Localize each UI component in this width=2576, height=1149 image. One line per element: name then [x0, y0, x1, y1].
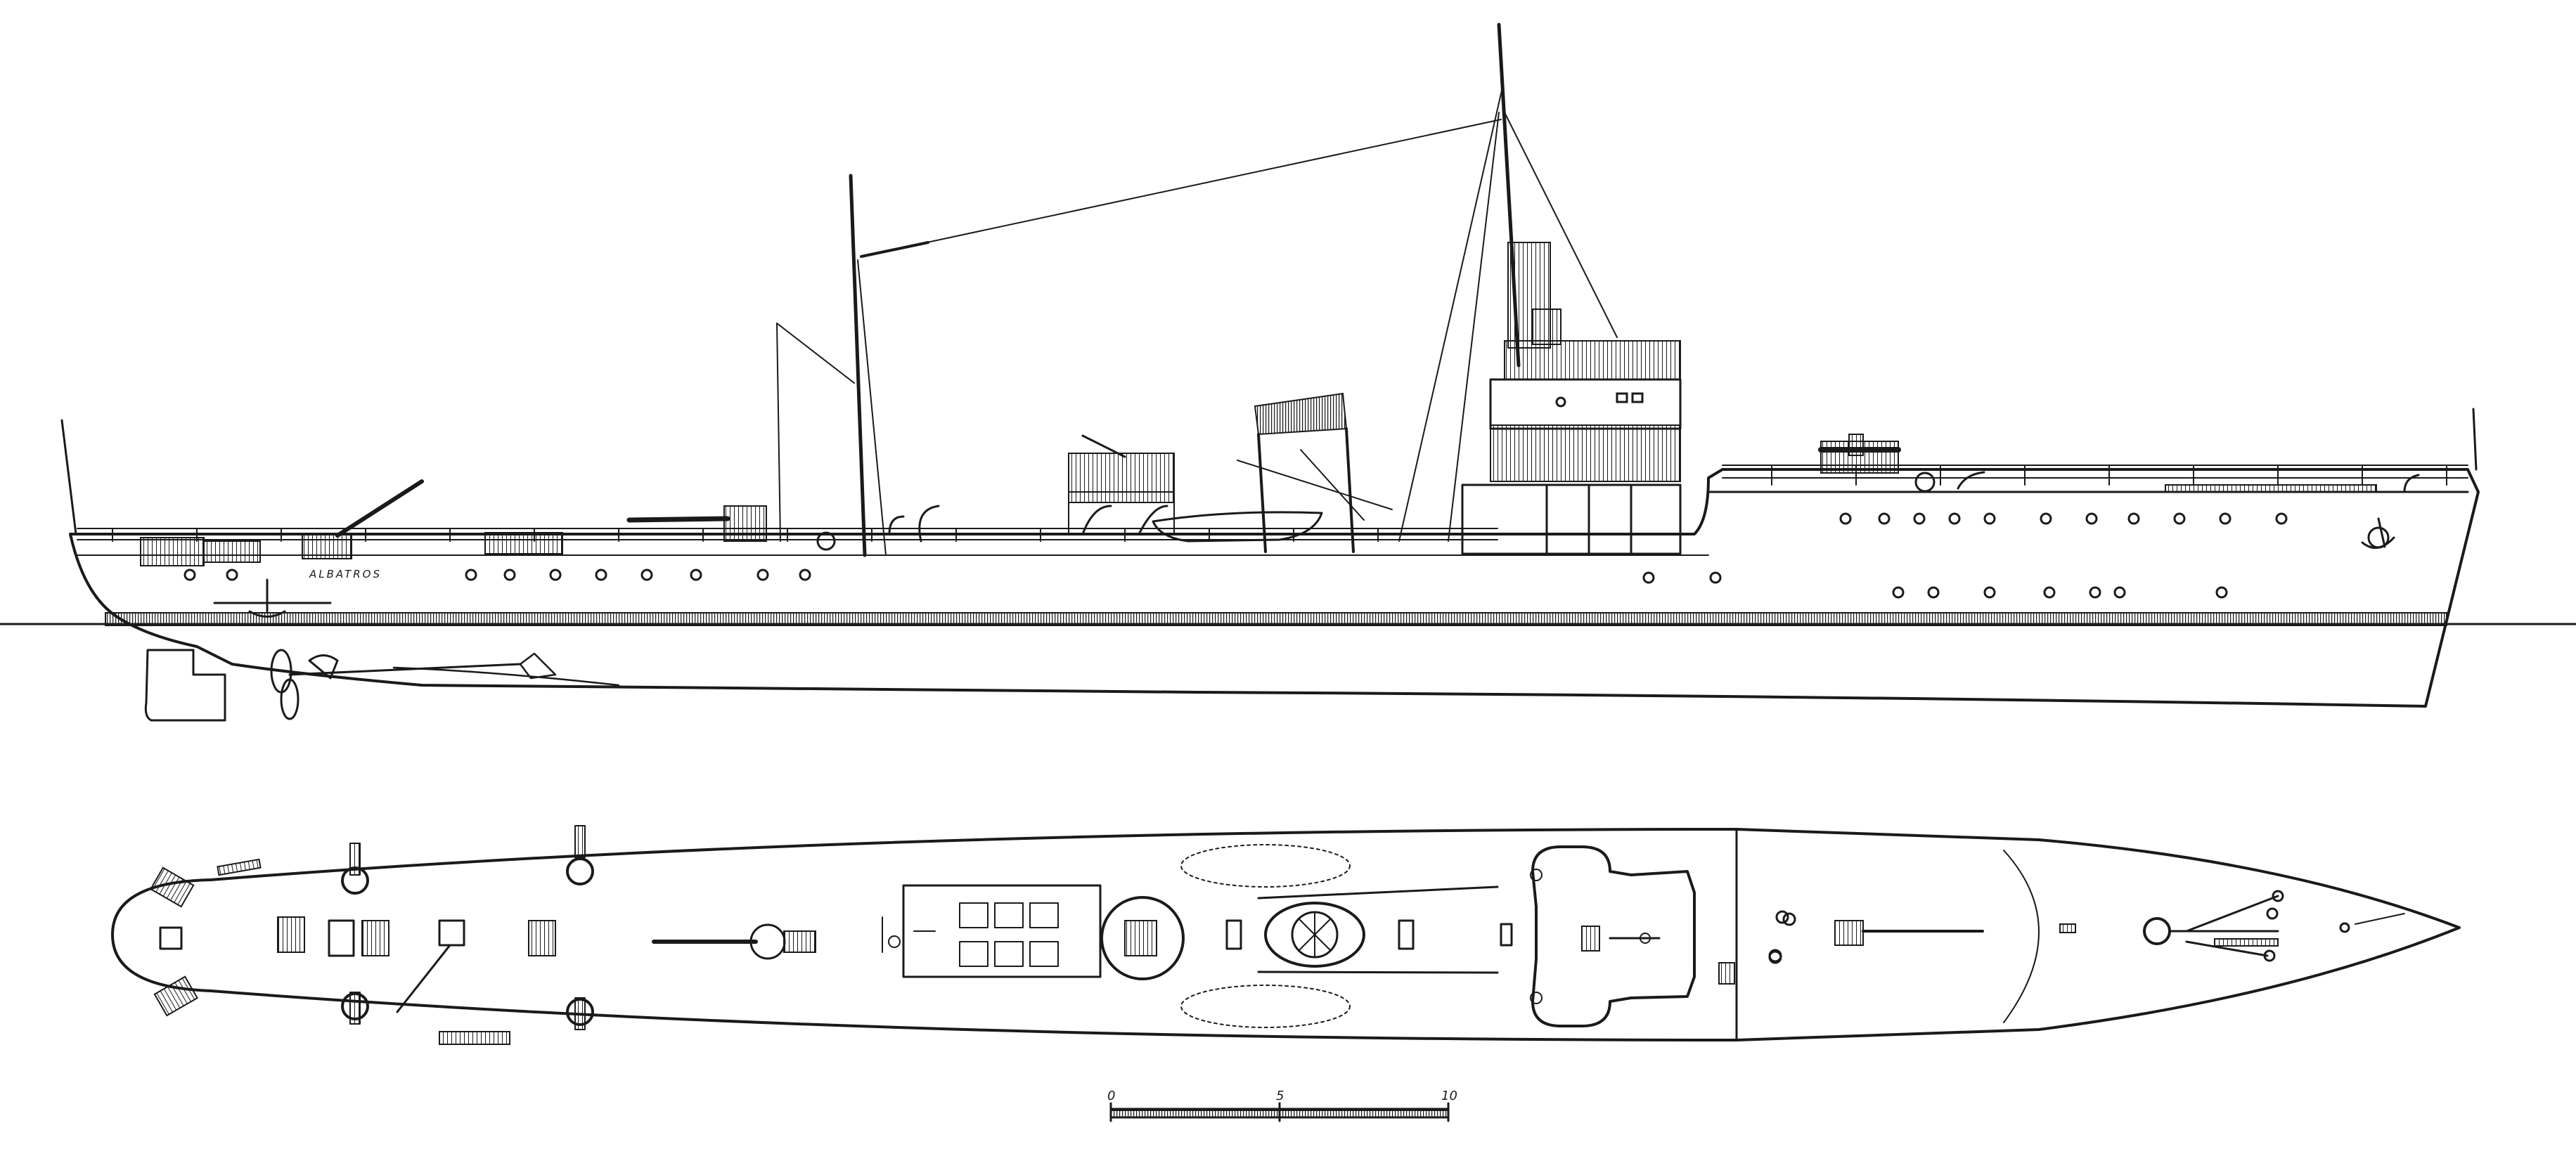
porthole — [1709, 571, 1722, 584]
porthole — [549, 569, 562, 581]
bow-jackstaff — [2472, 408, 2478, 471]
porthole — [183, 569, 196, 581]
deck-ring-2 — [1768, 949, 1782, 963]
fore-mast-stay-2 — [1398, 84, 1504, 542]
boat-rail-stbd — [1257, 971, 1499, 974]
stern-anchor — [213, 578, 332, 618]
deck-capstan — [816, 531, 836, 551]
searchlight-platform — [1068, 434, 1175, 535]
porthole — [1878, 512, 1891, 525]
shaft-bracket — [392, 652, 620, 687]
aft-mast — [849, 174, 867, 557]
porthole — [2085, 512, 2098, 525]
anchor-chain-fore — [2165, 484, 2377, 493]
funnel-rigging — [1237, 449, 1393, 521]
hatch-b — [1398, 919, 1415, 950]
forward-capstan — [1914, 472, 1936, 493]
bow-anchor — [2361, 517, 2395, 549]
aft-derrick-rig — [776, 323, 855, 384]
porthole — [640, 569, 653, 581]
scale-bar: 0 5 10 — [1107, 1089, 1457, 1122]
portholes — [183, 512, 2288, 599]
stern-fittings — [149, 858, 510, 1045]
porthole — [1642, 571, 1655, 584]
porthole — [2113, 586, 2126, 599]
porthole — [465, 569, 477, 581]
porthole — [1892, 586, 1905, 599]
boat-rail-port — [1257, 885, 1499, 900]
bridge-superstructure — [1461, 242, 1682, 555]
boat-port — [1180, 844, 1351, 888]
bow-fittings-plan — [2143, 890, 2405, 962]
bollards — [341, 825, 594, 1030]
propeller — [270, 649, 522, 720]
porthole — [503, 569, 516, 581]
porthole — [1913, 512, 1926, 525]
stern-flagstaff — [60, 419, 77, 535]
porthole — [2215, 586, 2228, 599]
porthole — [1927, 586, 1940, 599]
midships-deckhouse — [888, 884, 1102, 978]
porthole — [2089, 586, 2101, 599]
porthole — [799, 569, 811, 581]
porthole — [690, 569, 702, 581]
deck-fitting-aft — [484, 532, 563, 554]
porthole — [595, 569, 607, 581]
side-elevation: ALBATROS — [0, 22, 2576, 722]
deck-ring-1 — [1782, 912, 1796, 926]
porthole — [1948, 512, 1961, 525]
scale-tick-5: 5 — [1276, 1089, 1284, 1103]
aft-mast-stay — [857, 259, 887, 556]
funnel-plan — [1264, 902, 1365, 968]
porthole — [1983, 586, 1996, 599]
ships-boat-midships — [1152, 511, 1323, 543]
antenna-wire-lead — [860, 241, 929, 258]
porthole — [2043, 586, 2056, 599]
porthole — [2040, 512, 2052, 525]
aft-gun-plan — [159, 916, 556, 1013]
hatch-a — [1225, 919, 1242, 950]
forecastle-curve — [2003, 850, 2040, 1023]
fore-mast-stay-aft — [1448, 112, 1500, 542]
porthole — [1983, 512, 1996, 525]
bridge-windows — [1555, 392, 1644, 408]
aft-derrick — [776, 323, 781, 542]
antenna-wire — [861, 119, 1502, 257]
hull-side — [69, 468, 2480, 708]
funnel — [1254, 392, 1355, 553]
gun-midships-aft — [626, 505, 767, 542]
deck-railing-fore — [1722, 465, 2468, 486]
boat-starboard — [1180, 985, 1351, 1028]
searchlight-base — [1124, 920, 1157, 956]
aa-gun-aft — [302, 479, 424, 559]
bow-ventilator — [2403, 474, 2420, 493]
aft-gun-mount — [140, 537, 261, 566]
porthole — [1839, 512, 1852, 525]
forward-ventilator — [1957, 471, 1985, 490]
searchlight-plan — [1100, 896, 1185, 980]
forecastle-hatch — [1718, 962, 1735, 985]
scale-tick-10: 10 — [1441, 1089, 1457, 1103]
hull-name: ALBATROS — [309, 568, 382, 580]
boot-topping — [105, 612, 2447, 626]
porthole — [756, 569, 769, 581]
plan-view — [111, 825, 2461, 1045]
midships-gun-plan — [652, 923, 816, 960]
rudder — [144, 649, 226, 722]
porthole — [2173, 512, 2186, 525]
porthole — [2275, 512, 2288, 525]
ventilators-aft — [888, 505, 940, 543]
porthole — [2127, 512, 2140, 525]
forecastle-gun — [1818, 434, 1901, 474]
bridge-plan — [1530, 845, 1696, 1027]
fore-mast-stay-fore — [1504, 112, 1618, 338]
scale-tick-0: 0 — [1107, 1089, 1115, 1103]
porthole — [2219, 512, 2232, 525]
forecastle-gun-plan — [1768, 910, 2076, 964]
porthole — [226, 569, 238, 581]
hatch-c — [1500, 923, 1513, 947]
